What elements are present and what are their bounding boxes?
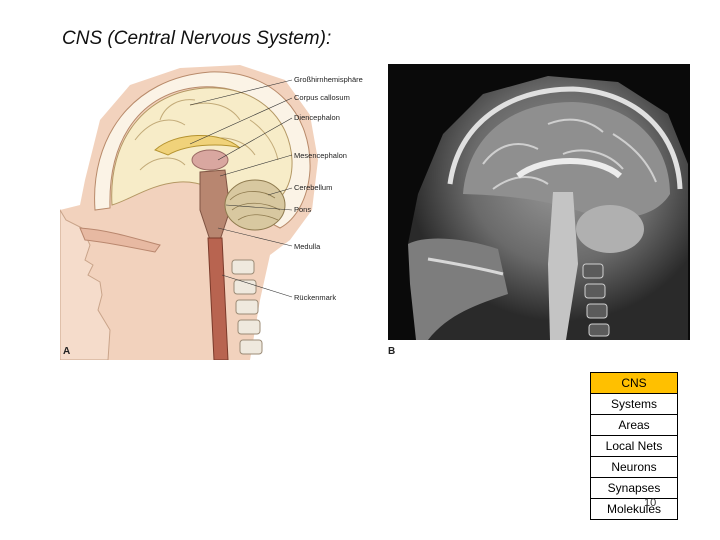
label-mesencephalon: Mesencephalon (294, 151, 347, 160)
label-pons: Pons (294, 205, 311, 214)
mri-scan: B (388, 64, 694, 360)
ladder-item-neurons: Neurons (590, 456, 678, 478)
ladder-item-synapses: Synapses (590, 477, 678, 499)
label-grosshirnhemisphaere: Großhirnhemisphäre (294, 75, 363, 84)
panel-a-letter: A (63, 346, 71, 357)
label-cerebellum: Cerebellum (294, 183, 332, 192)
ladder-item-systems: Systems (590, 393, 678, 415)
ladder-item-molekules: Molekules (590, 498, 678, 520)
label-medulla: Medulla (294, 242, 321, 251)
ladder-item-areas: Areas (590, 414, 678, 436)
anatomy-illustration: Großhirnhemisphäre Corpus callosum Dienc… (59, 60, 388, 361)
panel-b-letter: B (388, 346, 396, 357)
ladder-item-cns: CNS (590, 372, 678, 394)
brain-figure: Großhirnhemisphäre Corpus callosum Dienc… (59, 60, 698, 361)
label-rueckenmark: Rückenmark (294, 293, 336, 302)
ladder-item-local-nets: Local Nets (590, 435, 678, 457)
label-diencephalon: Diencephalon (294, 113, 340, 122)
label-corpus-callosum: Corpus callosum (294, 93, 350, 102)
page-number: 10 (644, 497, 657, 509)
slide-title: CNS (Central Nervous System): (62, 28, 332, 49)
cns-level-ladder: CNS Systems Areas Local Nets Neurons Syn… (590, 372, 678, 520)
